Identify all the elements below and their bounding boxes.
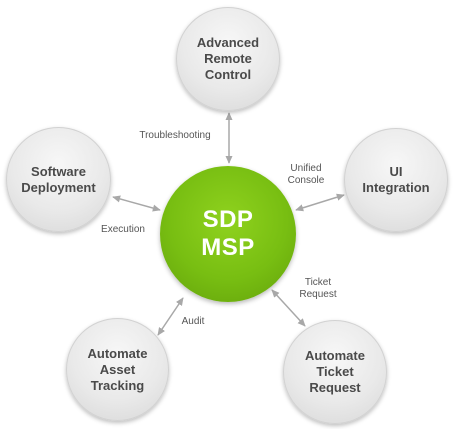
node-ui-integration: UI Integration	[344, 128, 448, 232]
edge-label-execution: Execution	[101, 224, 145, 235]
connector-execution	[112, 195, 161, 212]
node-sdp-msp-hub: SDP MSP	[160, 166, 296, 302]
node-automate-asset-tracking: Automate Asset Tracking	[66, 318, 169, 421]
node-automate-ticket-request: Automate Ticket Request	[283, 320, 387, 424]
connector-unified-console	[295, 193, 345, 212]
node-advanced-remote-control: Advanced Remote Control	[176, 7, 280, 111]
connector-ticket-request	[271, 289, 306, 327]
edge-label-troubleshooting: Troubleshooting	[139, 130, 211, 141]
edge-label-audit: Audit	[181, 316, 205, 327]
edge-label-unified-console: Unified Console	[287, 163, 325, 186]
node-software-deployment: Software Deployment	[6, 127, 111, 232]
connector-audit	[157, 297, 184, 336]
edge-label-ticket-request: Ticket Request	[299, 277, 337, 300]
